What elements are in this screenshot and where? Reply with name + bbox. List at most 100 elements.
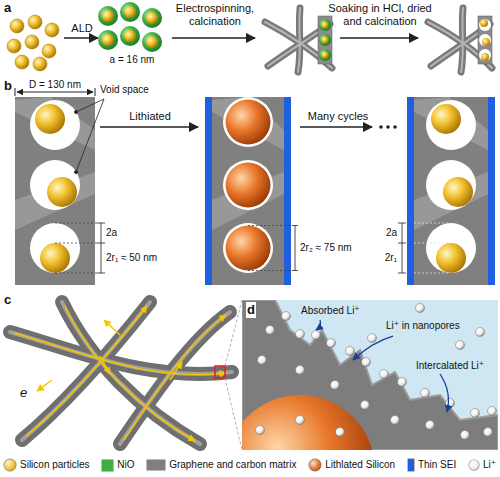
fiber-section xyxy=(212,97,284,150)
electron-path xyxy=(26,306,147,436)
lithium-ions xyxy=(446,399,455,408)
ion-path xyxy=(440,374,448,412)
carbon-surface xyxy=(242,300,498,450)
fiber-section xyxy=(223,160,273,210)
continuation-dots xyxy=(393,125,397,129)
silicon-particles xyxy=(15,55,29,69)
fiber-section xyxy=(212,97,284,285)
fiber-inset xyxy=(478,16,492,64)
square-swatch xyxy=(102,460,113,471)
lithium-ions xyxy=(426,421,435,430)
fiber-inset xyxy=(479,19,491,31)
zoom-guide xyxy=(225,378,242,450)
panel-a-art xyxy=(7,2,492,72)
fiber-section xyxy=(47,177,77,207)
lithium-ions xyxy=(331,381,340,390)
fiber-inset xyxy=(478,16,492,64)
fiber-network xyxy=(428,8,492,72)
lithium-ions xyxy=(461,431,470,440)
lithium-ions xyxy=(368,334,377,343)
fiber-inset xyxy=(322,22,329,29)
fiber-section xyxy=(205,97,212,285)
lithium-ions xyxy=(258,356,267,365)
electron-path xyxy=(65,306,195,441)
fiber-section xyxy=(431,104,461,134)
lithium-ions xyxy=(456,341,465,350)
callout-label: Absorbed Li⁺ xyxy=(300,305,361,317)
nio-coated-particles xyxy=(98,30,118,50)
bar-swatch xyxy=(408,459,414,471)
lithium-ions xyxy=(391,416,400,425)
dimension-line xyxy=(402,223,403,273)
legend-item: Silicon particles xyxy=(4,459,89,471)
lithium-ions xyxy=(398,378,407,387)
lithium-ions xyxy=(416,304,425,313)
dimension-label: D = 130 nm xyxy=(29,79,81,91)
fiber-section xyxy=(426,160,476,210)
dimension-line xyxy=(248,226,292,271)
silicon-particles xyxy=(10,19,24,33)
nio-coated-particles xyxy=(102,10,114,22)
step-label: Many cycles xyxy=(308,110,369,123)
lithium-ions xyxy=(488,407,497,416)
legend-item: Thin SEI xyxy=(408,459,456,471)
fiber-network xyxy=(265,8,332,72)
silicon-particles xyxy=(25,35,39,49)
fiber-section xyxy=(205,97,291,285)
electron-path xyxy=(14,306,226,441)
dimension-line xyxy=(292,225,298,226)
dimension-line xyxy=(55,223,105,273)
silicon-particles xyxy=(45,23,59,37)
fiber-inset xyxy=(322,37,329,44)
dimension-line xyxy=(398,243,406,244)
callout-label: Void space xyxy=(100,84,149,96)
fiber-network xyxy=(428,8,492,72)
callout-label: Li⁺ in nanopores xyxy=(385,320,461,332)
fiber-network xyxy=(298,8,300,72)
lithium-ions xyxy=(476,328,485,337)
electron-path xyxy=(104,320,120,335)
fiber-inset xyxy=(318,16,332,64)
fiber-network xyxy=(461,8,463,72)
dimension-line xyxy=(248,225,292,226)
fiber-inset xyxy=(319,34,331,46)
lithium-ions xyxy=(471,409,480,418)
fiber-inset xyxy=(318,16,332,64)
lithium-ions xyxy=(256,304,497,440)
continuation-dots xyxy=(379,125,397,129)
fiber-inset xyxy=(319,19,331,31)
dimension-line xyxy=(55,223,97,224)
lithium-ions xyxy=(362,358,371,367)
lithium-ions xyxy=(282,312,291,321)
lithium-ions xyxy=(361,401,370,410)
callout-label: Intercalated Li⁺ xyxy=(415,360,485,372)
zoom-guide xyxy=(225,300,242,366)
fiber-network xyxy=(298,8,300,72)
dimension-line xyxy=(414,273,451,274)
lithium-ions xyxy=(336,428,345,437)
electron-path xyxy=(100,356,110,374)
nio-coated-particles xyxy=(102,34,114,46)
silicon-particles xyxy=(7,15,59,71)
fiber-section xyxy=(15,97,95,285)
fiber-inset xyxy=(480,19,488,27)
fiber-section xyxy=(414,97,488,150)
legend-item: Graphene and carbon matrix xyxy=(147,459,296,471)
panel-c-art xyxy=(10,300,242,450)
fiber-section xyxy=(30,223,80,273)
fiber-section xyxy=(15,172,95,230)
dimension-line xyxy=(97,223,105,224)
fiber-network xyxy=(461,8,463,72)
fiber-section xyxy=(436,243,466,273)
silicon-particles xyxy=(28,15,42,29)
leader-line xyxy=(75,171,78,174)
lithium-ions xyxy=(266,326,275,335)
panel-letter: b xyxy=(3,78,13,94)
fiber-section xyxy=(414,97,488,285)
legend-text: Li⁺ xyxy=(483,459,496,471)
bar-swatch xyxy=(147,460,165,470)
dimension-label: 2a xyxy=(386,227,397,239)
process-arrow xyxy=(100,126,198,128)
dimension-line xyxy=(55,243,97,244)
